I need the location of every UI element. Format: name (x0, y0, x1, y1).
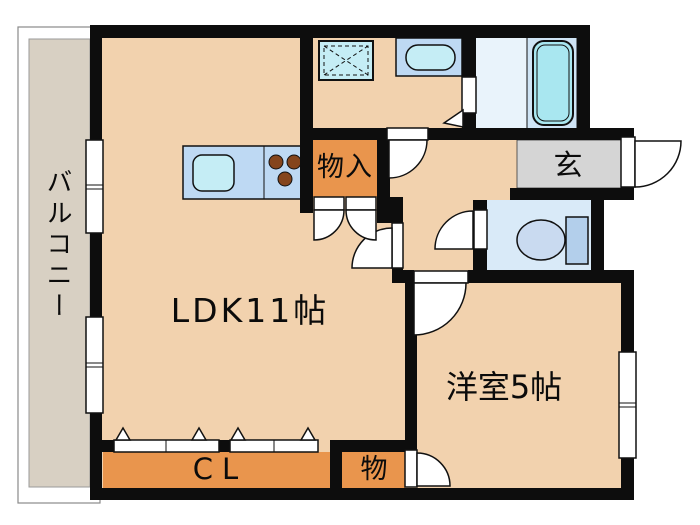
hall-storage-door-panel (345, 196, 377, 211)
ldk-door-panel (391, 222, 404, 269)
small-storage-label: 物 (360, 454, 388, 485)
toilet-bowl (516, 219, 566, 261)
washing-machine-pan-inner (323, 45, 369, 76)
ldk-label: LDK11帖 (170, 291, 330, 330)
walls (90, 25, 634, 500)
hall-storage-door-swing (345, 209, 377, 241)
washing-machine-pan-cross (323, 45, 369, 76)
western-room-window (618, 351, 637, 459)
small-storage-box (342, 452, 405, 488)
closet-bifold-pivot-icon (114, 426, 132, 441)
washroom-door-panel (386, 127, 429, 141)
balcony-label: バルコニー (42, 167, 72, 323)
entrance-label: 玄 (553, 148, 583, 182)
closet-bifold-pivot-icon (190, 426, 208, 441)
hall-storage-label: 物入 (317, 152, 373, 183)
western-room-door-swing (413, 282, 467, 336)
bathroom-door-arrow (442, 108, 464, 128)
stove-burner-icon (268, 154, 284, 170)
toilet-tank (565, 216, 589, 265)
washing-machine-pan (318, 40, 374, 81)
washing-machine-pan-cross (323, 45, 369, 76)
closet-bifold-pivot-icon (299, 426, 317, 441)
ldk-door-swing (351, 227, 393, 269)
stove-burner-icon (286, 154, 302, 170)
balcony-window-upper (85, 139, 104, 234)
bathtub (532, 40, 574, 126)
hall-storage-box (313, 140, 377, 197)
entrance-genkan (516, 139, 622, 189)
western-room-label: 洋室5帖 (445, 368, 563, 406)
stove-burner-icon (277, 171, 293, 187)
western-room-door-panel (413, 270, 469, 284)
small-storage-door-swing (416, 452, 451, 487)
hall-storage-door-panel (313, 196, 345, 211)
toilet-door-panel (473, 209, 488, 250)
entrance-door-panel (620, 136, 636, 188)
kitchen-sink (192, 154, 235, 192)
closet-bifold-pivot-icon (229, 426, 247, 441)
bathroom-door-panel (461, 76, 477, 114)
hall-storage-door-swing (313, 209, 345, 241)
doors (113, 76, 682, 488)
bathtub-inner-rim (536, 44, 570, 122)
closet-box (103, 452, 330, 488)
balcony-window-lower (85, 316, 104, 414)
balcony-floor (28, 38, 91, 488)
toilet-door-swing (434, 210, 474, 250)
windows (85, 139, 637, 459)
washroom-door-swing (388, 139, 428, 179)
entrance-door-swing (634, 140, 682, 188)
closet-label: CL (192, 452, 248, 486)
washbasin-bowl (405, 44, 456, 71)
small-storage-door-panel (404, 449, 418, 488)
